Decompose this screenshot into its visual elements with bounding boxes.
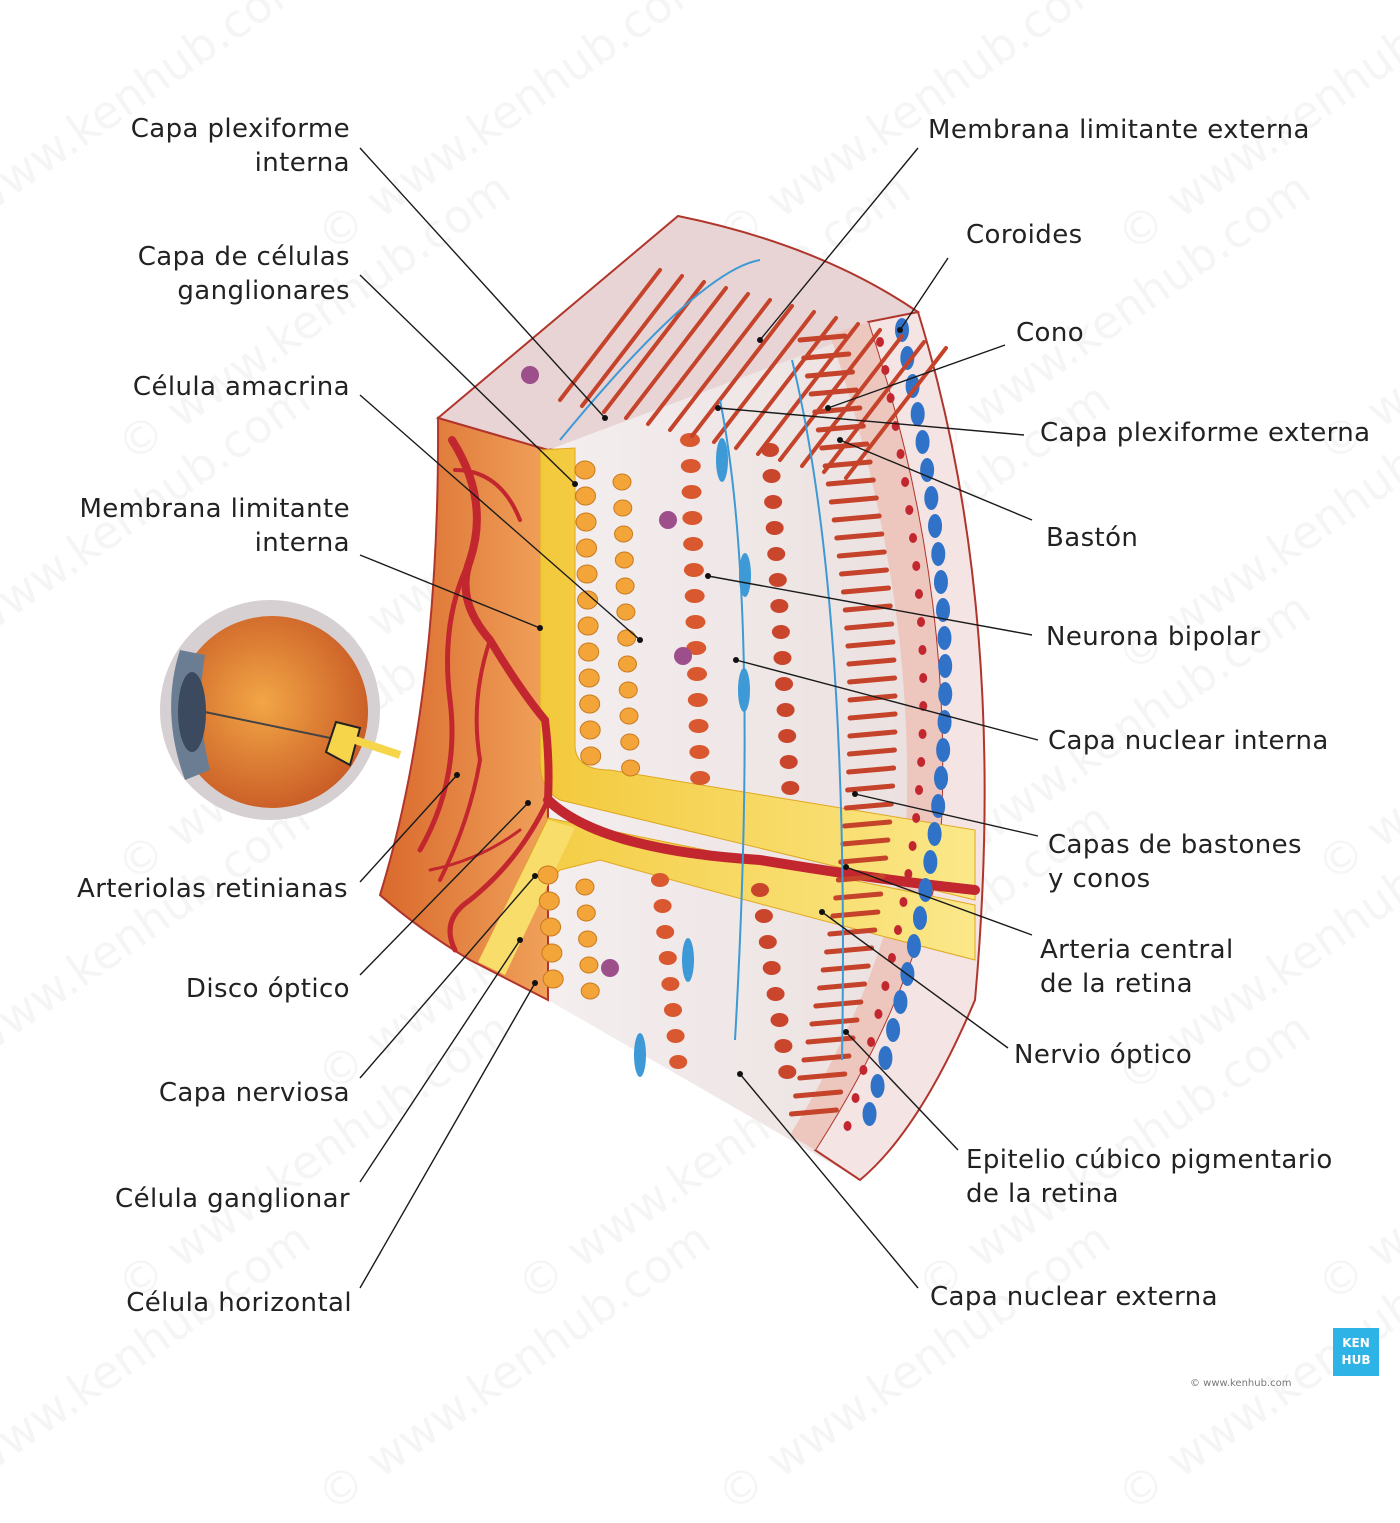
membrane-lines <box>559 259 844 1061</box>
label-optic-disc: Disco óptico <box>185 974 350 1004</box>
label-cone: Cono <box>1016 318 1085 348</box>
cell-layer <box>521 268 953 1131</box>
label-ganglion-cell: Célula ganglionar <box>115 1184 350 1214</box>
label-nerve-layer: Capa nerviosa <box>158 1078 350 1108</box>
label-retinal-arterioles: Arteriolas retinianas <box>77 874 348 904</box>
label-inner-nuclear: Capa nuclear interna <box>1048 726 1329 756</box>
leader-lines <box>359 147 1039 1289</box>
label-optic-nerve: Nervio óptico <box>1014 1040 1193 1070</box>
credit-text: © www.kenhub.com <box>1190 1378 1292 1389</box>
label-choroid: Coroides <box>966 220 1083 250</box>
vitreous-body <box>378 416 549 1002</box>
nerve-fiber-layer <box>539 447 976 901</box>
label-amacrine-cell: Célula amacrina <box>132 372 350 402</box>
optic-nerve-lower <box>479 817 976 961</box>
central-artery <box>543 795 980 895</box>
label-horizontal-cell: Célula horizontal <box>126 1288 352 1318</box>
label-outer-plexiform: Capa plexiforme externa <box>1040 418 1371 448</box>
label-bipolar-neuron: Neurona bipolar <box>1046 622 1261 652</box>
retinal-arterioles <box>417 436 553 953</box>
label-outer-limiting-membrane: Membrana limitante externa <box>928 115 1310 145</box>
retina-block <box>378 214 986 1182</box>
label-outer-nuclear: Capa nuclear externa <box>930 1282 1218 1312</box>
optic-nerve-strip <box>478 820 575 975</box>
label-rod: Bastón <box>1046 523 1139 553</box>
retina-diagram <box>160 147 1039 1289</box>
pigment-epithelium <box>790 322 943 1150</box>
eye-thumbnail <box>160 600 402 820</box>
